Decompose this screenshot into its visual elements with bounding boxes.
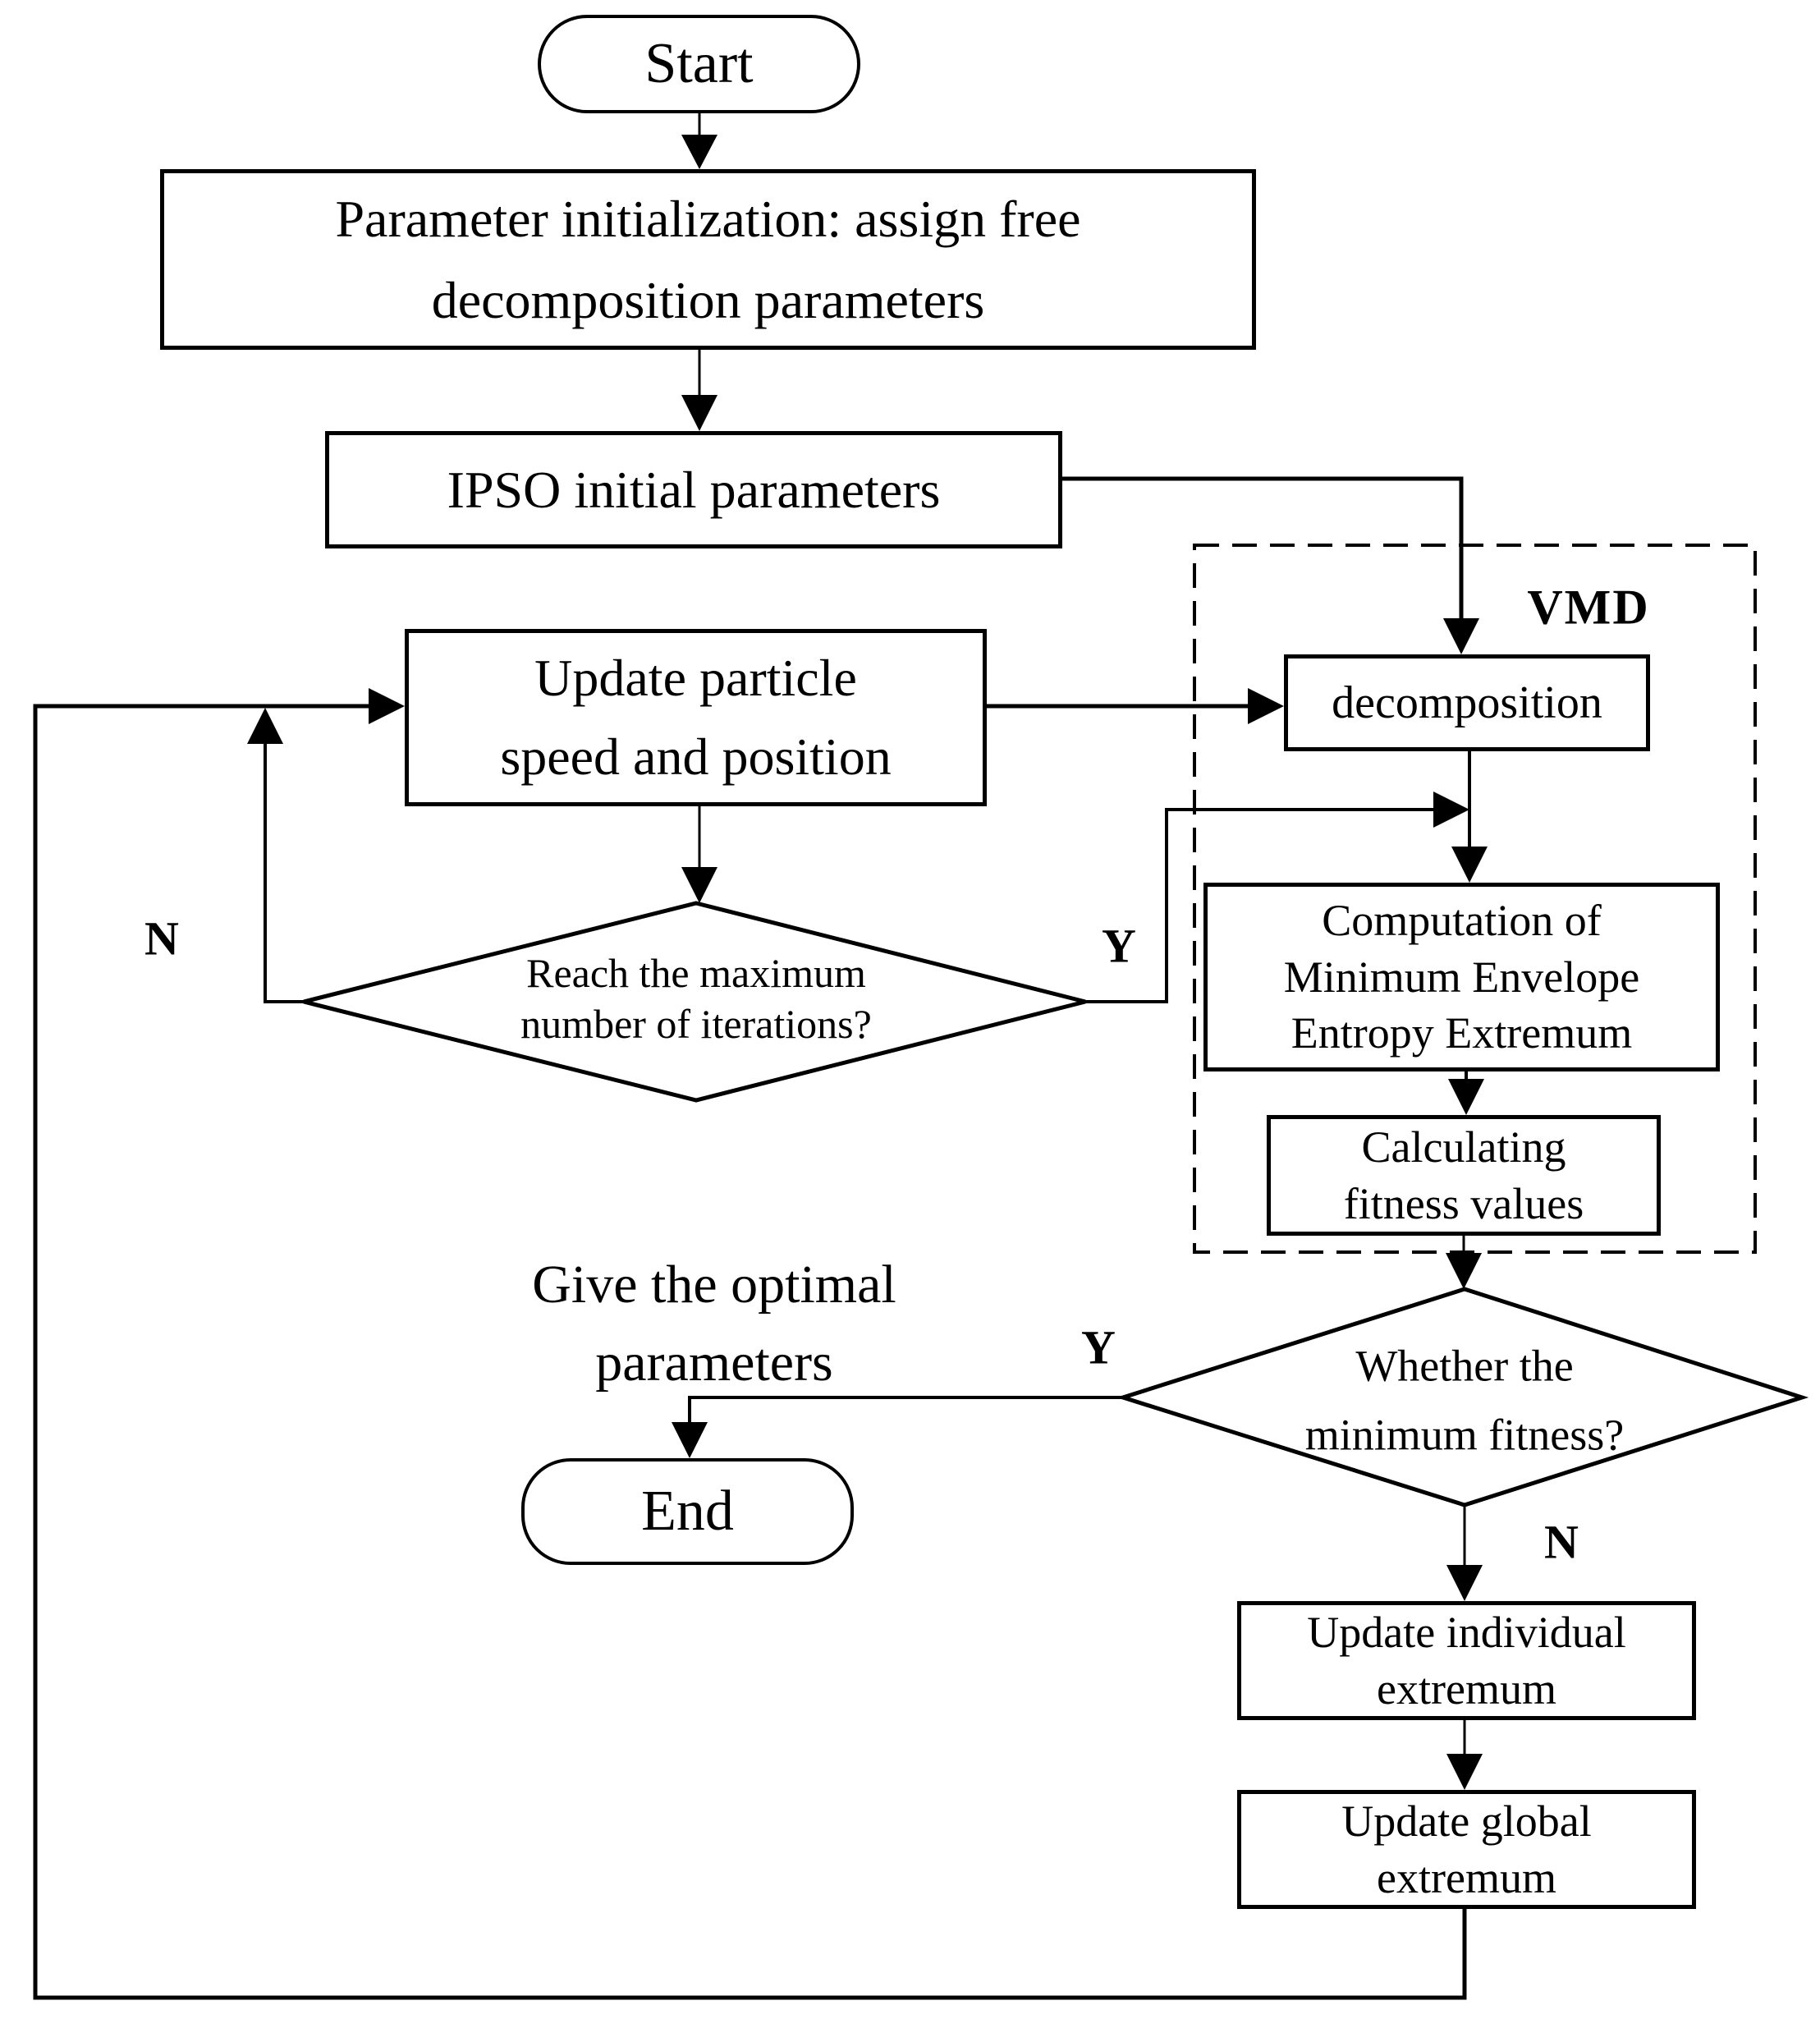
- arrowhead-no-up: [247, 708, 283, 744]
- update-individual-line2: extremum: [1377, 1663, 1556, 1714]
- update-global-line1: Update global: [1341, 1796, 1592, 1846]
- arrowhead-into-ipso: [681, 395, 717, 431]
- arrowhead-into-decomposition-top: [1443, 618, 1479, 654]
- give-optimal-line2: parameters: [595, 1333, 833, 1393]
- start-terminal: Start: [538, 15, 860, 113]
- update-particle-line2: speed and position: [500, 727, 892, 786]
- computation-line1: Computation of: [1322, 896, 1602, 946]
- arrowhead-yes-join: [1433, 792, 1469, 828]
- vmd-container-label: VMD: [1527, 580, 1650, 635]
- iterations-diamond-shape: [303, 901, 1086, 1103]
- fitness-no-label: N: [1544, 1515, 1579, 1569]
- calculating-fitness-box: Calculating fitness values: [1267, 1115, 1661, 1236]
- arrowheads: [247, 135, 1488, 1790]
- update-particle-line1: Update particle: [534, 649, 857, 707]
- arrowhead-into-decomposition-left: [1248, 688, 1284, 724]
- edge-ipso-to-decomposition: [1062, 476, 1464, 622]
- give-optimal-text: Give the optimal parameters: [427, 1246, 1002, 1402]
- calculating-fitness-line1: Calculating: [1361, 1122, 1566, 1172]
- calculating-fitness-line2: fitness values: [1343, 1178, 1584, 1228]
- arrowhead-into-update-particle: [369, 688, 405, 724]
- arrowhead-into-global: [1446, 1754, 1483, 1790]
- computation-line3: Entropy Extremum: [1291, 1008, 1633, 1058]
- update-individual-line1: Update individual: [1307, 1607, 1626, 1657]
- iterations-no-label: N: [144, 911, 179, 966]
- fitness-diamond-text: Whether the minimum fitness?: [1177, 1332, 1752, 1469]
- parameter-initialization-line2: decomposition parameters: [431, 271, 985, 329]
- arrowhead-into-fitness-diamond: [1446, 1253, 1482, 1289]
- parameter-initialization-box: Parameter initialization: assign free de…: [160, 169, 1256, 350]
- edge-global-feedback-loop: [33, 704, 1467, 2000]
- update-particle-box: Update particle speed and position: [405, 629, 987, 806]
- decomposition-box: decomposition: [1284, 654, 1650, 751]
- edge-fitness-yes-branch: [688, 1396, 1123, 1424]
- edge-iterations-yes-branch: [1085, 808, 1435, 1003]
- update-global-box: Update global extremum: [1237, 1790, 1696, 1909]
- iterations-diamond-line2: number of iterations?: [520, 1001, 872, 1047]
- end-label: End: [641, 1480, 734, 1543]
- iterations-diamond-line1: Reach the maximum: [526, 950, 866, 996]
- arrowhead-into-iterations-diamond: [681, 867, 717, 903]
- decomposition-label: decomposition: [1332, 677, 1602, 728]
- arrowhead-into-individual: [1446, 1565, 1483, 1601]
- arrowhead-into-computation: [1451, 847, 1488, 883]
- fitness-diamond-shape: [1116, 1287, 1809, 1507]
- arrowhead-into-calculating: [1448, 1079, 1484, 1115]
- iterations-yes-label: Y: [1102, 919, 1136, 973]
- iterations-diamond-text: Reach the maximum number of iterations?: [384, 948, 1008, 1049]
- vmd-dashed-container: [1193, 544, 1757, 1254]
- fitness-diamond-line1: Whether the: [1355, 1341, 1574, 1391]
- update-individual-box: Update individual extremum: [1237, 1601, 1696, 1720]
- computation-line2: Minimum Envelope: [1283, 952, 1640, 1002]
- update-global-line2: extremum: [1377, 1852, 1556, 1902]
- parameter-initialization-line1: Parameter initialization: assign free: [335, 189, 1081, 248]
- give-optimal-line1: Give the optimal: [532, 1254, 896, 1315]
- ipso-label: IPSO initial parameters: [447, 460, 941, 519]
- arrowhead-into-end: [672, 1422, 708, 1458]
- end-terminal: End: [521, 1458, 854, 1565]
- ipso-initial-parameters-box: IPSO initial parameters: [325, 431, 1062, 548]
- start-label: Start: [644, 32, 754, 95]
- fitness-yes-label: Y: [1081, 1320, 1116, 1374]
- arrowhead-into-param: [681, 135, 717, 169]
- edge-iterations-no-branch: [264, 742, 304, 1003]
- fitness-diamond-line2: minimum fitness?: [1304, 1410, 1625, 1459]
- computation-box: Computation of Minimum Envelope Entropy …: [1203, 883, 1720, 1071]
